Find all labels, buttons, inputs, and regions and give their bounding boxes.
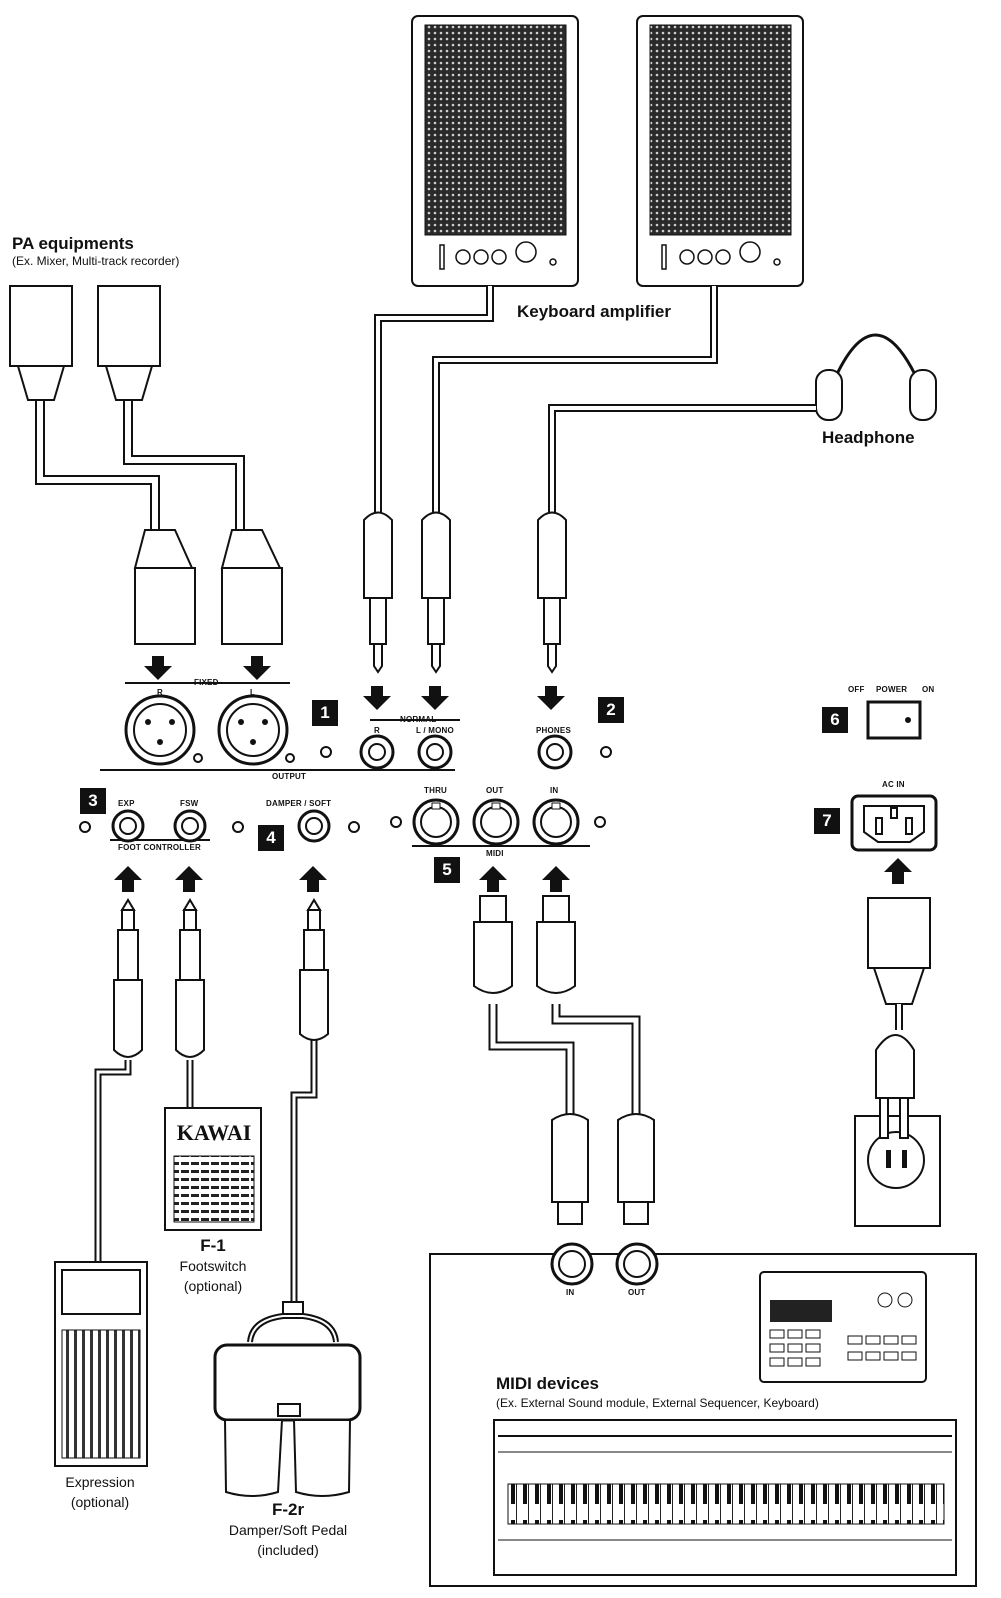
normal-label: NORMAL bbox=[400, 715, 437, 724]
pa-equipments-title: PA equipments bbox=[12, 234, 134, 253]
jack-normal-l-mono[interactable] bbox=[417, 734, 453, 770]
footswitch-label: Footswitch bbox=[179, 1258, 247, 1274]
number-badge-5: 5 bbox=[434, 857, 460, 883]
jack-exp[interactable] bbox=[111, 809, 145, 843]
xlr-jack-r[interactable] bbox=[124, 694, 196, 766]
arrows-down bbox=[144, 656, 565, 710]
expression-optional-label: (optional) bbox=[70, 1494, 130, 1510]
midi-devices-title: MIDI devices bbox=[496, 1374, 599, 1393]
xlr-jack-l[interactable] bbox=[217, 694, 289, 766]
keyboard-amplifier-left bbox=[411, 15, 579, 287]
number-badge-4: 4 bbox=[258, 825, 284, 851]
exp-label: EXP bbox=[118, 799, 135, 808]
normal-r-label: R bbox=[374, 726, 380, 735]
damper-soft-pedal-label: Damper/Soft Pedal bbox=[228, 1522, 348, 1538]
midi-devices-frame bbox=[429, 1253, 977, 1587]
phone-plug-output-l bbox=[421, 511, 451, 674]
plug-fsw bbox=[175, 898, 205, 1058]
pa-xlr-cable-r bbox=[9, 285, 196, 645]
power-on-label: ON bbox=[922, 685, 935, 694]
jack-fsw[interactable] bbox=[173, 809, 207, 843]
thru-label: THRU bbox=[424, 786, 448, 795]
output-panel bbox=[100, 682, 460, 771]
arrows-up bbox=[114, 858, 912, 892]
jack-damper-soft[interactable] bbox=[297, 809, 331, 843]
ac-in-label: AC IN bbox=[882, 780, 905, 789]
fixed-r-label: R bbox=[157, 688, 163, 697]
keyboard-amplifier-right bbox=[636, 15, 804, 287]
pedal-included-label: (included) bbox=[257, 1542, 319, 1558]
phones-label: PHONES bbox=[536, 726, 571, 735]
number-badge-7: 7 bbox=[814, 808, 840, 834]
kawai-logo: KAWAI bbox=[176, 1120, 252, 1145]
plug-damper bbox=[299, 898, 329, 1041]
number-badge-3: 3 bbox=[80, 788, 106, 814]
phone-plug-headphone bbox=[537, 511, 567, 674]
headphone-icon bbox=[815, 333, 937, 421]
power-off-label: OFF bbox=[848, 685, 865, 694]
fixed-l-label: L bbox=[250, 688, 256, 697]
midi-out-port[interactable] bbox=[472, 798, 520, 846]
midi-plug-to-in bbox=[536, 895, 655, 1225]
ac-inlet[interactable] bbox=[850, 794, 938, 852]
pa-equipments-subtitle: (Ex. Mixer, Multi-track recorder) bbox=[12, 254, 180, 268]
midi-thru-port[interactable] bbox=[412, 798, 460, 846]
out-label: OUT bbox=[486, 786, 504, 795]
device-midi-in-port[interactable] bbox=[550, 1242, 594, 1286]
plug-exp bbox=[113, 898, 143, 1058]
device-midi-out-port[interactable] bbox=[615, 1242, 659, 1286]
damper-soft-label: DAMPER / SOFT bbox=[266, 799, 332, 808]
in-label: IN bbox=[550, 786, 559, 795]
fsw-label: FSW bbox=[180, 799, 199, 808]
number-badge-6: 6 bbox=[822, 707, 848, 733]
power-cord bbox=[854, 897, 941, 1227]
f2r-model-label: F-2r bbox=[271, 1500, 305, 1519]
midi-devices-subtitle: (Ex. External Sound module, External Seq… bbox=[496, 1396, 819, 1410]
device-in-label: IN bbox=[566, 1288, 575, 1297]
output-label: OUTPUT bbox=[272, 772, 307, 781]
footswitch-optional-label: (optional) bbox=[183, 1278, 243, 1294]
expression-label: Expression bbox=[65, 1474, 135, 1490]
headphone-label: Headphone bbox=[822, 428, 915, 447]
l-mono-label: L / MONO bbox=[416, 726, 454, 735]
f1-model-label: F-1 bbox=[200, 1236, 226, 1255]
expression-pedal bbox=[54, 1261, 148, 1467]
jack-normal-r[interactable] bbox=[359, 734, 395, 770]
power-label: POWER bbox=[876, 685, 908, 694]
sound-module-icon bbox=[759, 1271, 927, 1383]
jack-phones[interactable] bbox=[537, 734, 573, 770]
fixed-label: FIXED bbox=[194, 678, 219, 687]
foot-controller-label: FOOT CONTROLLER bbox=[118, 843, 201, 852]
midi-in-port[interactable] bbox=[532, 798, 580, 846]
keyboard-amplifier-label: Keyboard amplifier bbox=[517, 302, 671, 321]
damper-soft-pedal-f2r bbox=[213, 1301, 362, 1497]
power-switch[interactable] bbox=[866, 700, 922, 740]
keyboard-icon bbox=[493, 1419, 957, 1576]
number-badge-1: 1 bbox=[312, 700, 338, 726]
number-badge-2: 2 bbox=[598, 697, 624, 723]
device-out-label: OUT bbox=[628, 1288, 646, 1297]
pa-xlr-cable-l bbox=[97, 285, 283, 645]
midi-plug-to-out bbox=[473, 895, 589, 1225]
footswitch-f1 bbox=[164, 1107, 262, 1231]
phone-plug-output-r bbox=[363, 511, 393, 674]
midi-label: MIDI bbox=[486, 849, 504, 858]
